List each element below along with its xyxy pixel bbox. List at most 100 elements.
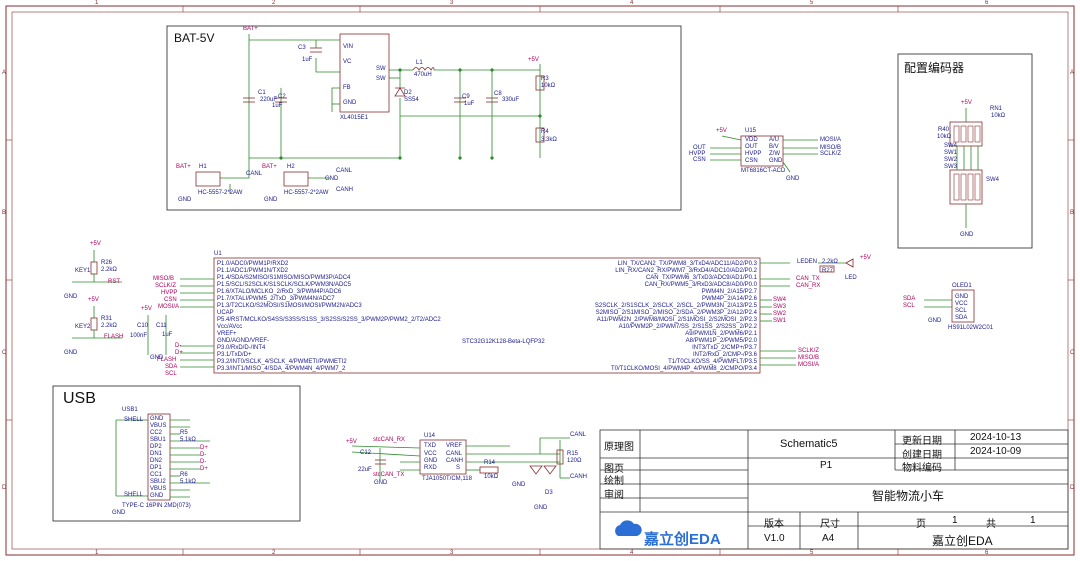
- u15-pin-out: OUT: [745, 144, 758, 150]
- mcu-left-pin-3: P1.5/SCL/S2SCLK/S1SCLK/SCLK/PWM3N/ADC5: [217, 282, 352, 288]
- mcu-net-cantx: CAN_TX: [796, 276, 820, 282]
- u15-net-miso: MISO/B: [820, 145, 842, 151]
- mcu-left-pin-0: P1.0/ADC0/PWM1P/RXD2: [217, 261, 289, 267]
- can-plus5v: +5V: [346, 439, 357, 445]
- key1-ref: KEY1: [75, 268, 91, 274]
- mcu-left-pin-6: P1.3/T2CLKO/S2MOSI/S1MOSI/MOSI/PWM2N/ADC…: [217, 303, 362, 309]
- u14-pin-canh: CANH: [446, 458, 464, 464]
- sw4-ref: SW4: [986, 177, 1000, 183]
- led-net: LEDEN: [797, 259, 818, 265]
- mcu-left-pin-14: P3.2/INT0/SCLK_4/SCLK_4/PWMETI/PWMETI2: [217, 359, 347, 365]
- frame-col-bottom-1: 2: [272, 550, 276, 556]
- usb-right-pin-10: VBUS: [150, 486, 167, 492]
- u14-pin-gnd: GND: [424, 458, 438, 464]
- xl4015-part: XL4015E1: [340, 115, 369, 121]
- key2-plus5v: +5V: [88, 297, 99, 303]
- mcu-net-sw3: SW3: [773, 304, 787, 310]
- mcu-left-pin-1: P1.1/ADC1/PWM1N/TXD2: [217, 268, 289, 274]
- frame-col-bottom-4: 5: [810, 550, 814, 556]
- key2-flash: FLASH: [104, 334, 124, 340]
- u14-part: TJA1050T/CM,118: [422, 476, 472, 482]
- usb-right-pin-0: GND: [150, 416, 164, 422]
- h1-part: HC-5557-2*2AW: [198, 190, 243, 196]
- r15-ref: R15: [567, 451, 579, 457]
- r31-resistor: [90, 317, 98, 331]
- mcu-right-pin-7: S2MISO_2/S1MISO_2/MISO_2/SDA_2/PWM3P_2/A…: [595, 310, 757, 316]
- mcu-net-dplus: D+: [175, 350, 183, 356]
- frame-col-top-0: 1: [95, 0, 99, 6]
- oled-module: [951, 289, 975, 323]
- r26-resistor: [90, 261, 98, 275]
- tb-material-label: 物料编码: [902, 463, 942, 474]
- led-plus5v: +5V: [860, 255, 871, 261]
- u15-net-out: OUT: [693, 145, 706, 151]
- can-net-rx-top: stcCAN_RX: [373, 437, 406, 443]
- title-block-grid: [599, 429, 1069, 550]
- oled-net-sda: SDA: [903, 296, 916, 302]
- u15-pin-bv: B/V: [769, 144, 779, 150]
- frame-col-bottom-5: 6: [985, 550, 989, 556]
- rn1-value: 10kΩ: [991, 113, 1006, 119]
- pin-sw1: SW: [376, 66, 386, 72]
- key2-gnd: GND: [64, 350, 78, 356]
- usb-right-pin-11: GND: [150, 493, 164, 499]
- eda-logo-cloud: [615, 520, 642, 536]
- u14-pin-s: S: [456, 465, 461, 471]
- oled-pin-sda: SDA: [955, 315, 968, 321]
- r31-value: 2.2kΩ: [101, 323, 117, 329]
- frame-row-right-3: D: [1070, 485, 1075, 491]
- encoder-cells: [953, 125, 981, 201]
- tb-size-label: 尺寸: [820, 519, 840, 530]
- h1-canl: CANL: [246, 171, 263, 177]
- r4-ref: R4: [541, 129, 549, 135]
- c9-value: 1uF: [464, 101, 475, 107]
- usb-pin-shell2: SHELL: [124, 492, 144, 498]
- mcu-net-sw4: SW4: [773, 297, 787, 303]
- h1-ref: H1: [199, 164, 207, 170]
- tb-page-name: P1: [820, 460, 833, 471]
- bat-parts: [195, 33, 545, 187]
- h2-canl: CANL: [336, 168, 353, 174]
- tb-company: 嘉立创EDA: [932, 534, 993, 548]
- usb-right-pin-7: DP1: [150, 465, 162, 471]
- d3-ref: D3: [545, 490, 553, 496]
- enc-sw4: SW4: [944, 143, 958, 149]
- r4-value: 3.3kΩ: [541, 137, 557, 143]
- tb-review-label: 审阅: [604, 490, 624, 501]
- mcu-net-hvpp: HVPP: [161, 290, 178, 296]
- frame-row-left-0: A: [2, 70, 7, 76]
- d2-diode: [394, 87, 406, 97]
- tb-version: V1.0: [764, 533, 785, 544]
- mcu-net-sclk: SCLK/Z: [155, 283, 177, 289]
- r31-ref: R31: [101, 316, 113, 322]
- frame-row-right-2: C: [1070, 350, 1075, 356]
- tb-total-label: 共: [986, 519, 996, 530]
- tb-created: 2024-10-09: [970, 446, 1022, 457]
- mcu-right-pin-8: A11/PWM2N_2/PWM8/MOSI_2/S1MOSI_2/S2MOSI_…: [596, 317, 757, 323]
- can-wires: [351, 437, 570, 480]
- h1-bat-plus: BAT+: [176, 164, 191, 170]
- u15-plus5v: +5V: [716, 128, 727, 134]
- l1-ref: L1: [416, 60, 423, 66]
- mcu-right-pin-12: INT3/TxD_2/CMP+/P3.7: [692, 345, 757, 351]
- mcu-left-pin-15: P3.3/INT1/MISO_4/SDA_4/PWM4N_4/PWM7_2: [217, 366, 346, 372]
- h2-bat-plus: BAT+: [262, 164, 277, 170]
- encoder-section-box: [897, 53, 1033, 249]
- u15-net-hvpp: HVPP: [689, 151, 706, 157]
- tb-page-label: 图页: [604, 464, 624, 475]
- usb-right-pin-9: SBU2: [150, 479, 166, 485]
- mcu-left-pin-2: P1.4/SDA/S2MISO/S1MISO/MISO/PWM3P/ADC4: [217, 275, 351, 281]
- l1-inductor: [412, 67, 435, 71]
- usb-right-pin-3: SBU1: [150, 437, 166, 443]
- u15-wires: [710, 135, 818, 173]
- led-res-ref: R27: [822, 268, 834, 274]
- can-net-tx: stcCAN_TX: [373, 472, 405, 478]
- mcu-right-pin-15: T0/T1CLKO/MOSI_4/PWM4P_4/PWM8_2/CMPO/P3.…: [610, 366, 757, 372]
- mcu-net-sclk-right: SCLK/Z: [798, 348, 820, 354]
- u15-pin-csn: CSN: [745, 158, 758, 164]
- oled-pin-vcc: VCC: [955, 301, 968, 307]
- usb-section-title: USB: [63, 390, 96, 407]
- mcu-right-pin-3: CAN_RX/PWM5_3/RxD3/ADC8/AD0/P0.0: [644, 282, 757, 288]
- c3-ref: C3: [298, 45, 306, 51]
- mcu-left-pin-10: VREF+: [217, 331, 237, 337]
